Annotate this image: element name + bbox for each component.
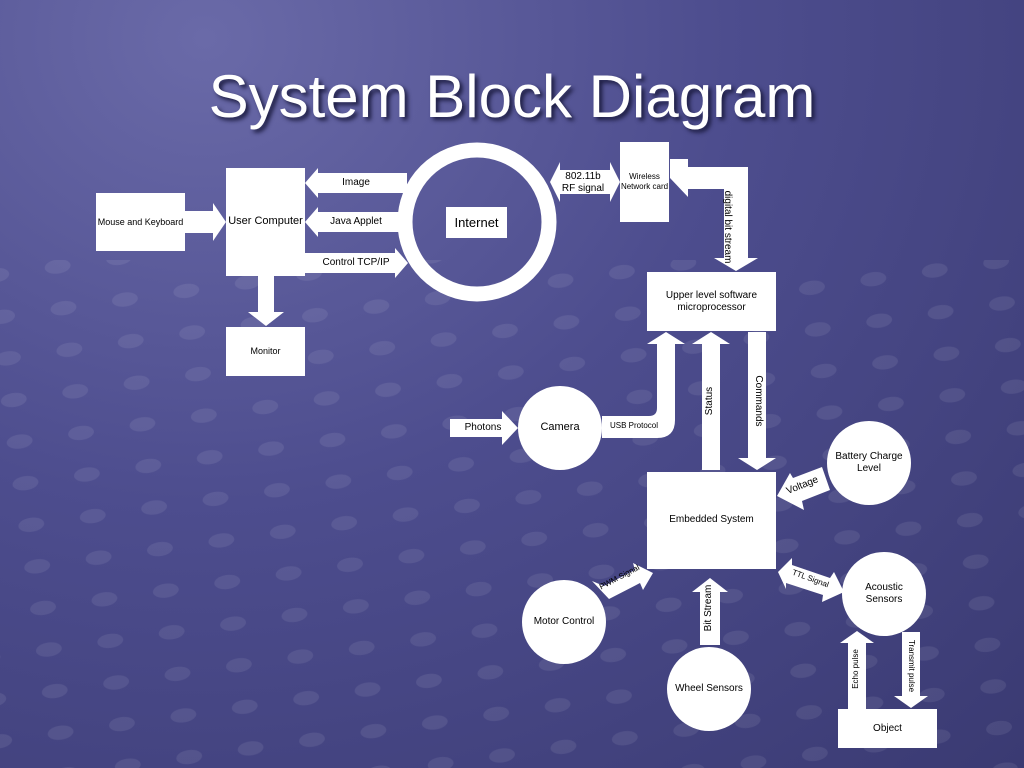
java-applet-arrow — [305, 207, 407, 237]
motor-circle — [522, 580, 606, 664]
photons-arrow — [450, 411, 518, 445]
commands-label: Commands — [753, 375, 764, 427]
wireless-card-label: Wireless Network card — [620, 172, 669, 191]
usb-protocol-arrow — [602, 332, 685, 438]
slide-title: System Block Diagram — [208, 63, 816, 130]
acoustic-label: Acoustic Sensors — [865, 582, 903, 605]
computer-to-monitor-arrow — [248, 276, 284, 326]
mouse-to-computer-arrow — [185, 203, 226, 241]
bit-stream-arrow — [692, 578, 728, 645]
object-box — [838, 709, 937, 748]
rf-signal-label: 802.11b RF signal — [561, 171, 605, 194]
user-computer-label: User Computer — [228, 215, 303, 228]
motor-label: Motor Control — [533, 616, 595, 627]
commands-arrow — [738, 332, 776, 470]
echo-pulse-arrow — [840, 631, 874, 709]
monitor-box — [226, 327, 305, 376]
status-label: Status — [704, 386, 715, 416]
rf-signal-arrow — [550, 162, 620, 202]
battery-label: Battery Charge Level — [835, 451, 903, 474]
upper-micro-box — [647, 272, 776, 331]
status-arrow — [692, 332, 730, 470]
battery-circle — [827, 421, 911, 505]
wheel-circle — [667, 647, 751, 731]
upper-micro-label: Upper level software microprocessor — [665, 289, 758, 313]
camera-label: Camera — [540, 421, 580, 434]
photons-label: Photons — [464, 422, 502, 433]
ttl-signal-arrow — [778, 558, 844, 602]
embedded-system-label: Embedded System — [669, 514, 754, 525]
embedded-system-box — [647, 472, 776, 569]
background-texture — [0, 260, 1024, 768]
mouse-keyboard-box — [96, 193, 185, 251]
user-computer-box — [226, 168, 305, 276]
transmit-pulse-arrow — [894, 632, 928, 708]
acoustic-circle — [842, 552, 926, 636]
image-label: Image — [342, 177, 370, 188]
image-arrow — [305, 168, 407, 198]
usb-protocol-label: USB Protocol — [609, 421, 659, 431]
transmit-pulse-label: Transmit pulse — [907, 639, 916, 693]
wireless-card-box — [620, 142, 669, 222]
monitor-label: Monitor — [250, 346, 281, 357]
digital-bit-stream-arrow — [670, 159, 758, 271]
digital-bit-stream-label: digital bit stream — [722, 190, 733, 264]
internet-label: Internet — [454, 214, 499, 230]
internet-ring — [397, 142, 557, 302]
bit-stream-label: Bit Stream — [703, 584, 714, 632]
pwm-signal-arrow — [592, 563, 653, 599]
camera-circle — [518, 386, 602, 470]
control-tcp-arrow — [305, 248, 408, 278]
control-tcp-label: Control TCP/IP — [322, 257, 390, 268]
mouse-keyboard-label: Mouse and Keyboard — [97, 216, 184, 227]
java-applet-label: Java Applet — [330, 216, 382, 227]
voltage-arrow — [777, 467, 830, 510]
object-label: Object — [873, 722, 902, 734]
wheel-label: Wheel Sensors — [675, 683, 743, 694]
echo-pulse-label: Echo pulse — [851, 649, 860, 689]
internet-box — [446, 207, 507, 238]
